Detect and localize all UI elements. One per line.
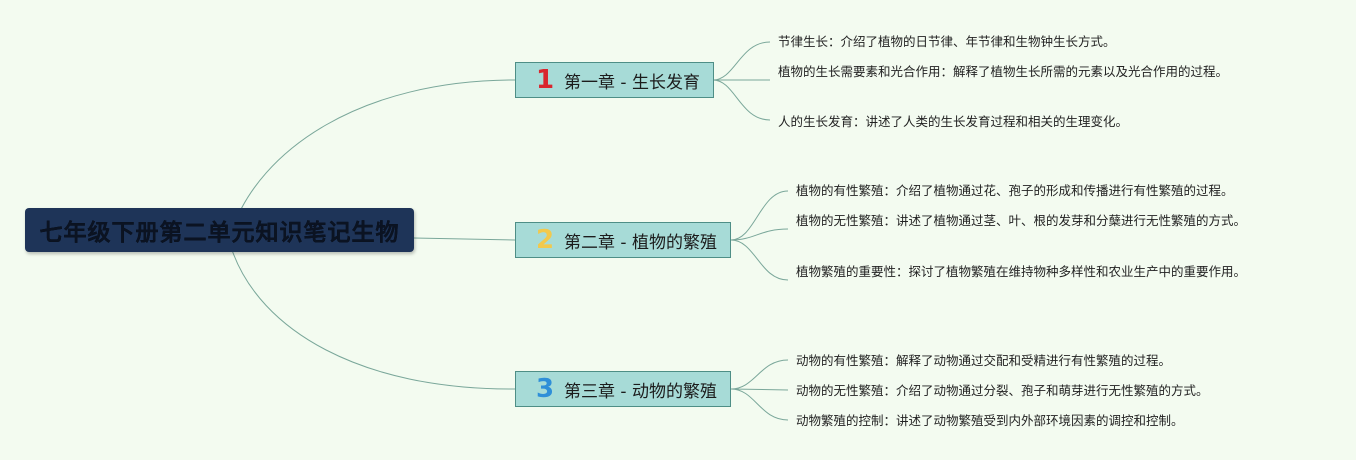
- connector-ch1-leaf3: [712, 79, 771, 121]
- chapter-2-item-3[interactable]: 植物繁殖的重要性：探讨了植物繁殖在维持物种多样性和农业生产中的重要作用。: [796, 264, 1247, 279]
- connector-ch3-leaf3: [730, 388, 789, 421]
- connector-ch2-leaf3: [730, 239, 789, 281]
- connector-ch3-leaf1: [730, 359, 789, 390]
- chapter-1-topic[interactable]: 1 第一章 - 生长发育: [515, 62, 714, 98]
- chapter-2-item-2[interactable]: 植物的无性繁殖：讲述了植物通过茎、叶、根的发芽和分蘖进行无性繁殖的方式。: [796, 213, 1247, 228]
- chapter-3-number-icon: 3: [535, 374, 555, 404]
- chapter-3-topic[interactable]: 3 第三章 - 动物的繁殖: [515, 371, 731, 407]
- chapter-3-label: 第三章 - 动物的繁殖: [564, 381, 717, 402]
- chapter-3-item-2[interactable]: 动物的无性繁殖：介绍了动物通过分裂、孢子和萌芽进行无性繁殖的方式。: [796, 383, 1209, 398]
- chapter-1-item-2[interactable]: 植物的生长需要素和光合作用：解释了植物生长所需的元素以及光合作用的过程。: [778, 64, 1229, 79]
- chapter-2-item-1[interactable]: 植物的有性繁殖：介绍了植物通过花、孢子的形成和传播进行有性繁殖的过程。: [796, 183, 1234, 198]
- root-topic[interactable]: 七年级下册第二单元知识笔记生物: [25, 208, 414, 252]
- root-title: 七年级下册第二单元知识笔记生物: [39, 220, 400, 246]
- connector-ch3-leaf2: [730, 388, 789, 391]
- chapter-2-topic[interactable]: 2 第二章 - 植物的繁殖: [515, 222, 731, 258]
- chapter-1-item-3[interactable]: 人的生长发育：讲述了人类的生长发育过程和相关的生理变化。: [778, 114, 1129, 129]
- chapter-1-number-icon: 1: [535, 65, 555, 95]
- connector-root-ch1: [231, 79, 516, 231]
- connector-root-ch3: [231, 249, 516, 390]
- connector-ch1-leaf1: [712, 41, 771, 81]
- connector-ch2-leaf1: [730, 190, 789, 241]
- chapter-2-label: 第二章 - 植物的繁殖: [564, 232, 717, 253]
- chapter-1-label: 第一章 - 生长发育: [564, 72, 700, 93]
- chapter-3-item-1[interactable]: 动物的有性繁殖：解释了动物通过交配和受精进行有性繁殖的过程。: [796, 353, 1172, 368]
- connector-ch2-leaf2: [730, 228, 789, 241]
- chapter-3-item-3[interactable]: 动物繁殖的控制：讲述了动物繁殖受到内外部环境因素的调控和控制。: [796, 413, 1184, 428]
- connector-root-ch2: [413, 237, 516, 241]
- chapter-1-item-1[interactable]: 节律生长：介绍了植物的日节律、年节律和生物钟生长方式。: [778, 34, 1116, 49]
- chapter-2-number-icon: 2: [535, 225, 555, 255]
